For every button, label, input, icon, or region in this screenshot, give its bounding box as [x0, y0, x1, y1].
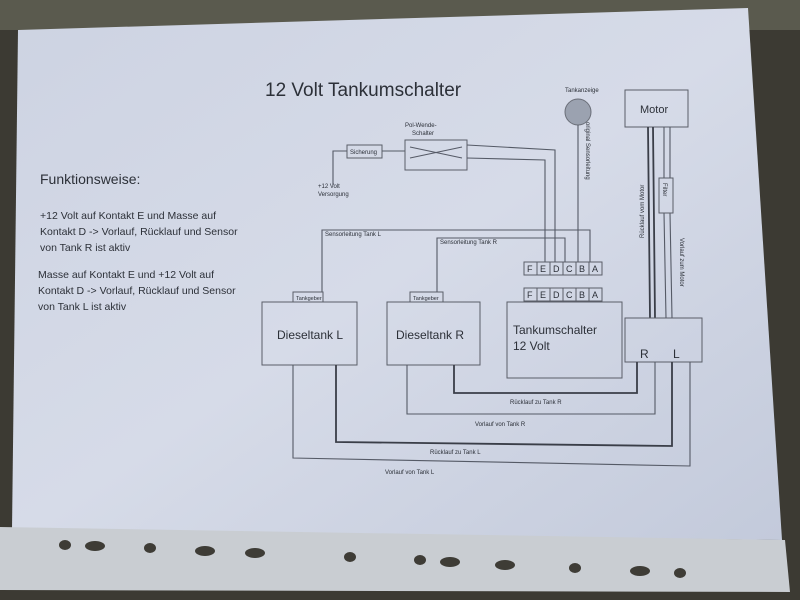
tank-l-box: [261, 301, 358, 366]
return-l-label: Rücklauf zu Tank L: [430, 450, 481, 456]
contact-label: D: [553, 290, 560, 300]
motor-label: Motor: [640, 104, 668, 116]
gauge-label: Tankanzeige: [565, 88, 599, 94]
contact-label: B: [579, 290, 585, 300]
description-line: Masse auf Kontakt E und +12 Volt auf: [38, 269, 214, 281]
description-line: von Tank L ist aktiv: [38, 301, 127, 313]
description-line: von Tank R ist aktiv: [40, 242, 131, 254]
switcher-label: 12 Volt: [513, 339, 550, 353]
filter-box: [658, 177, 674, 214]
sensor-r-label: Sensorleitung Tank R: [440, 240, 498, 246]
description-line: +12 Volt auf Kontakt E und Masse auf: [40, 210, 216, 222]
return-r-label: Rücklauf zu Tank R: [510, 400, 562, 406]
description-line: Kontakt D -> Vorlauf, Rücklauf und Senso…: [40, 226, 238, 238]
contact-box: [588, 261, 603, 276]
switch-label: Schalter: [412, 131, 434, 137]
contact-label: B: [579, 264, 585, 274]
diagram-title: 12 Volt Tankumschalter: [265, 80, 462, 101]
filter-label: Filter: [661, 183, 667, 196]
contact-label: F: [527, 264, 533, 274]
feed-r-line: [406, 362, 656, 415]
orig-sensor-label: original Sensorleitung: [584, 122, 590, 180]
switcher-box: [506, 301, 623, 379]
sender-label: Tankgeber: [296, 296, 322, 302]
contact-box: [588, 287, 603, 302]
tank-l-label: Dieseltank L: [277, 328, 343, 342]
port-r-label: R: [640, 347, 649, 361]
contact-label: A: [592, 264, 598, 274]
sensor-l-label: Sensorleitung Tank L: [325, 232, 382, 238]
pole-switch-box: [404, 139, 468, 171]
punch-holes: [59, 540, 686, 578]
description-line: Kontakt D -> Vorlauf, Rücklauf und Senso…: [38, 285, 236, 297]
contact-label: D: [553, 264, 560, 274]
return-motor-label: Rücklauf vom Motor: [640, 185, 646, 238]
supply-label: Versorgung: [318, 192, 349, 198]
valve-box: [624, 317, 703, 363]
feed-r-label: Vorlauf von Tank R: [475, 422, 526, 428]
feed-l-line: [292, 362, 691, 467]
tank-r-label: Dieseltank R: [396, 328, 464, 342]
description-heading: Funktionsweise:: [40, 171, 140, 187]
sleeve-punch-strip: [0, 527, 790, 592]
feed-l-label: Vorlauf von Tank L: [385, 470, 435, 476]
contact-label: C: [566, 290, 573, 300]
contact-label: E: [540, 290, 546, 300]
sender-label: Tankgeber: [413, 296, 439, 302]
tank-r-box: [386, 301, 481, 366]
port-l-label: L: [673, 347, 680, 361]
paper-sheet: [12, 8, 782, 540]
contact-label: F: [527, 290, 533, 300]
motor-box: [624, 89, 689, 128]
contact-label: E: [540, 264, 546, 274]
supply-label: +12 Volt: [318, 184, 340, 190]
return-r-line: [453, 362, 638, 394]
contact-label: A: [592, 290, 598, 300]
return-l-line: [335, 362, 673, 447]
feed-motor-label: Vorlauf zum Motor: [678, 238, 684, 287]
contact-label: C: [566, 264, 573, 274]
switcher-label: Tankumschalter: [513, 323, 597, 337]
switch-label: Pol-Wende-: [405, 123, 437, 129]
fuse-label: Sicherung: [350, 150, 377, 156]
